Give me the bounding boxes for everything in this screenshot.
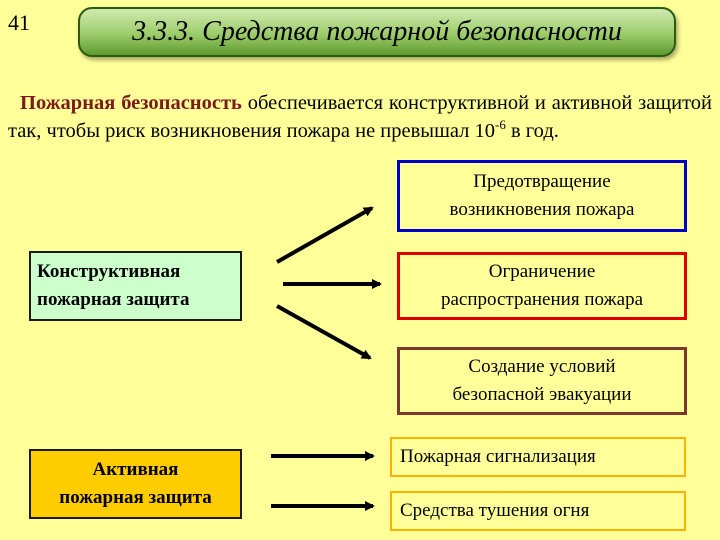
fire-prevention-box: Предотвращение возникновения пожара — [397, 160, 687, 232]
fire-extinguishing-label: Средства тушения огня — [400, 500, 590, 522]
intro-exponent: -6 — [495, 116, 506, 132]
fire-prevention-line1: Предотвращение — [473, 171, 611, 193]
fire-prevention-line2: возникновения пожара — [449, 199, 635, 220]
arrow-to-prevention — [276, 206, 374, 264]
fire-spread-limit-box: Ограничение распространения пожара — [397, 252, 687, 320]
fire-alarm-box: Пожарная сигнализация — [390, 437, 686, 477]
constructive-protection-box: Конструктивная пожарная защита — [29, 251, 242, 321]
safe-evacuation-line1: Создание условий — [468, 356, 616, 378]
arrow-to-evacuation — [276, 304, 372, 360]
fire-spread-line1: Ограничение — [488, 261, 596, 283]
constructive-label-line2: пожарная защита — [37, 289, 190, 310]
safe-evacuation-box: Создание условий безопасной эвакуации — [397, 347, 687, 415]
slide-number: 41 — [8, 10, 30, 35]
intro-text-end: в год. — [505, 119, 559, 142]
fire-extinguishing-box: Средства тушения огня — [390, 491, 686, 531]
page-title: 3.3.3. Средства пожарной безопасности — [132, 16, 622, 47]
intro-term: Пожарная безопасность — [20, 92, 242, 114]
fire-spread-line2: распространения пожара — [440, 289, 644, 310]
active-label-line2: пожарная защита — [59, 487, 212, 508]
active-label-line1: Активная — [92, 459, 179, 481]
intro-text: обеспечивается конструктивной и активной… — [8, 92, 713, 142]
constructive-label-line1: Конструктивная — [37, 261, 181, 283]
intro-paragraph: Пожарная безопасность обеспечивается кон… — [8, 90, 712, 144]
title-banner: 3.3.3. Средства пожарной безопасности — [78, 7, 676, 57]
active-protection-box: Активная пожарная защита — [29, 449, 242, 519]
safe-evacuation-line2: безопасной эвакуации — [452, 384, 632, 405]
fire-alarm-label: Пожарная сигнализация — [400, 446, 596, 468]
